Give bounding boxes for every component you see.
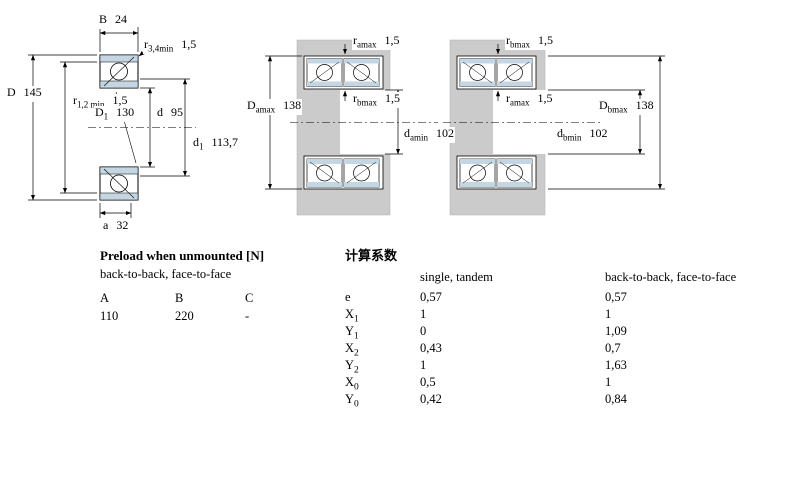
single-bearing-section <box>88 54 196 201</box>
factor-value-btb: 1,09 <box>605 324 627 338</box>
dim-subscript: amax <box>357 39 377 50</box>
dim-subscript: bmax <box>607 104 628 115</box>
factor-value-btb: 0,57 <box>605 290 627 304</box>
dim-value: 130 <box>116 105 135 119</box>
preload-subtitle: back-to-back, face-to-face <box>100 267 232 281</box>
dim-rbmax-right: rbmax 1,5 <box>505 33 554 50</box>
dim-value: 113,7 <box>211 135 239 149</box>
dim-subscript: bmax <box>510 39 530 50</box>
dim-subscript: 1 <box>103 111 109 122</box>
dim-value: 102 <box>436 126 454 140</box>
factor-symbol: X0 <box>345 375 359 393</box>
preload-value-C: - <box>245 309 250 323</box>
dim-symbol: r <box>506 91 510 105</box>
dim-value: 1,5 <box>538 33 553 47</box>
dim-dbmin: dbmin 102 <box>556 126 609 143</box>
preload-col-C: C <box>245 291 254 305</box>
factor-symbol: X1 <box>345 307 359 325</box>
dim-value: 1,5 <box>384 33 400 47</box>
factor-symbol: Y2 <box>345 358 359 376</box>
factor-value-single: 1 <box>420 307 427 321</box>
dim-subscript: amax <box>255 104 276 115</box>
factor-value-single: 1 <box>420 358 427 372</box>
left-dimension-lines <box>28 27 190 218</box>
dim-subscript: amax <box>510 97 530 108</box>
factor-symbol: X2 <box>345 341 359 359</box>
dim-value: 102 <box>589 126 608 140</box>
dim-symbol: r <box>506 33 510 47</box>
dim-ramax-right: ramax 1,5 <box>505 91 554 108</box>
factor-symbol: Y1 <box>345 324 359 342</box>
dim-D1: D1 130 <box>94 105 136 122</box>
dim-symbol: d <box>157 105 163 119</box>
preload-col-B: B <box>175 291 184 305</box>
right-dimension-lines <box>495 44 665 190</box>
dim-ramax-mid: ramax 1,5 <box>352 33 401 50</box>
dim-d: d 95 <box>156 105 184 122</box>
dim-symbol: a <box>103 218 109 232</box>
dim-r34min: r3,4min 1,5 <box>143 37 198 54</box>
dim-r12min: r1,2 min 1,5 <box>72 93 129 110</box>
dim-subscript: bmax <box>357 97 377 108</box>
preload-col-A: A <box>100 291 110 305</box>
factors-col-single-tandem: single, tandem <box>420 270 493 284</box>
dim-symbol: d <box>404 126 410 140</box>
dim-a: a 32 <box>102 218 130 235</box>
factor-value-single: 0 <box>420 324 427 338</box>
dim-subscript: 1 <box>199 141 204 152</box>
factor-symbol: e <box>345 290 351 304</box>
dim-Damax: Damax 138 <box>246 98 303 115</box>
dim-subscript: bmin <box>563 132 582 143</box>
dim-value: 24 <box>115 12 128 26</box>
dim-D: D 145 <box>6 85 43 102</box>
dim-symbol: D <box>7 85 16 99</box>
factor-value-btb: 1,63 <box>605 358 627 372</box>
preload-value-B: 220 <box>175 309 194 323</box>
dim-subscript: 3,4min <box>148 43 174 54</box>
dim-value: 145 <box>23 85 42 99</box>
factor-symbol: Y0 <box>345 392 359 410</box>
dim-value: 32 <box>116 218 129 232</box>
dim-symbol: r <box>353 91 357 105</box>
factor-value-btb: 0,84 <box>605 392 627 406</box>
factors-col-back-to-back: back-to-back, face-to-face <box>605 270 737 284</box>
dim-symbol: D <box>599 98 608 112</box>
dim-damin: damin 102 <box>403 126 455 143</box>
factor-value-btb: 1 <box>605 307 612 321</box>
dim-rbmax-mid: rbmax 1,5 <box>352 91 401 108</box>
dim-value: 1,5 <box>385 91 400 105</box>
dim-symbol: r <box>144 37 148 51</box>
dim-B: B 24 <box>98 12 129 29</box>
dim-symbol: r <box>73 93 77 107</box>
preload-title: Preload when unmounted [N] <box>100 248 265 263</box>
factor-value-single: 0,57 <box>420 290 442 304</box>
factor-value-btb: 1 <box>605 375 612 389</box>
dim-subscript: amin <box>410 132 428 143</box>
dim-value: 95 <box>171 105 183 119</box>
bearing-drawing <box>28 27 665 218</box>
factor-value-single: 0,5 <box>420 375 436 389</box>
dim-value: 138 <box>283 98 302 112</box>
factors-title: 计算系数 <box>345 248 398 263</box>
pair-back-to-back <box>290 39 438 216</box>
factor-value-btb: 0,7 <box>605 341 621 355</box>
factor-value-single: 0,43 <box>420 341 442 355</box>
dim-symbol: D <box>247 98 256 112</box>
dim-value: 1,5 <box>181 37 197 51</box>
pair-face-to-face <box>443 39 623 216</box>
dim-value: 1,5 <box>537 91 553 105</box>
dim-symbol: d <box>557 126 563 140</box>
dim-value: 138 <box>635 98 654 112</box>
dim-value: 1,5 <box>112 93 128 107</box>
factor-value-single: 0,42 <box>420 392 442 406</box>
dim-symbol: B <box>99 12 108 26</box>
dim-d1: d1 113,7 <box>192 135 240 152</box>
dim-symbol: D <box>95 105 104 119</box>
preload-value-A: 110 <box>100 309 119 323</box>
dim-symbol: r <box>353 33 357 47</box>
dim-subscript: 1,2 min <box>77 99 105 110</box>
dim-symbol: d <box>193 135 199 149</box>
dim-Dbmax: Dbmax 138 <box>598 98 655 115</box>
